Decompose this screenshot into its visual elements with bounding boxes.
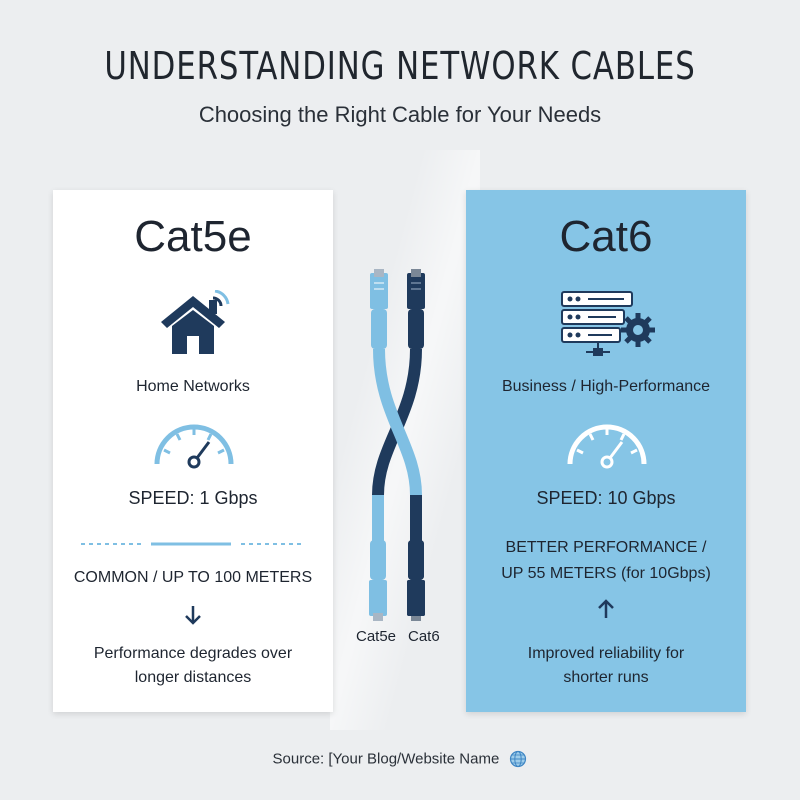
speedometer-icon (154, 424, 234, 469)
page-title: UNDERSTANDING NETWORK CABLES (104, 44, 696, 88)
home-wifi-icon (161, 290, 230, 354)
cables-illustration (369, 269, 425, 621)
source-footer: Source: [Your Blog/Website Name (0, 750, 800, 768)
cat5e-heading: Cat5e (134, 212, 252, 261)
arrow-up-icon (598, 599, 614, 618)
cat6-speed: SPEED: 10 Gbps (536, 488, 676, 508)
cat5e-cable (370, 269, 422, 545)
cat5e-note-line2: longer distances (134, 669, 252, 686)
source-text: Source: [Your Blog/Website Name (272, 750, 500, 768)
cat6-panel: Cat6 Business / High-Performance (466, 190, 746, 712)
cat6-note-line1: Improved reliability for (527, 645, 685, 662)
cat6-cable-label: Cat6 (408, 628, 440, 645)
cat6-use-case: Business / High-Performance (501, 378, 711, 395)
speedometer-icon (567, 424, 647, 469)
cat6-heading: Cat6 (559, 212, 653, 261)
page-subtitle: Choosing the Right Cable for Your Needs (198, 102, 602, 127)
cat6-bottom-path (407, 495, 425, 616)
arrow-down-icon (185, 606, 201, 625)
cat5e-use-case: Home Networks (136, 378, 250, 395)
cat6-distance-line2: UP 55 METERS (for 10Gbps) (501, 565, 711, 582)
cat5e-distance: COMMON / UP TO 100 METERS (73, 569, 313, 586)
server-gear-icon (561, 291, 655, 356)
cat5e-bottom-connector (369, 495, 387, 621)
cat5e-panel: Cat5e Home Networks SPEED: 1 Gbps COMMON… (53, 190, 333, 712)
cat5e-note-line1: Performance degrades over (93, 645, 293, 662)
globe-icon (510, 750, 527, 768)
cat6-distance-line1: BETTER PERFORMANCE / (505, 539, 707, 556)
cat6-note-line2: shorter runs (563, 669, 649, 686)
divider-line (81, 542, 305, 546)
cat5e-cable-label: Cat5e (356, 628, 397, 645)
cat5e-speed: SPEED: 1 Gbps (128, 488, 258, 508)
